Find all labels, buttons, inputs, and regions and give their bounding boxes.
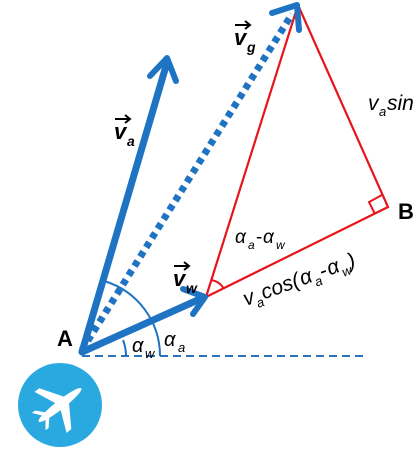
svg-text:a: a <box>254 294 266 311</box>
svg-text:w: w <box>186 280 198 296</box>
air-angle-label: α a <box>164 329 185 355</box>
airplane-icon <box>18 363 102 447</box>
svg-text:α: α <box>132 335 144 357</box>
svg-text:sin: sin <box>387 92 414 115</box>
wind-velocity-arrowhead <box>180 286 208 317</box>
velocity-triangle <box>204 1 390 298</box>
svg-text:v: v <box>368 92 380 115</box>
point-b-label: B <box>398 199 414 224</box>
air-velocity-arrowhead <box>147 55 179 84</box>
svg-text:α: α <box>164 329 176 351</box>
cosine-side-label: v a cos( α a - α w ) <box>240 249 359 311</box>
air-velocity-label: v a <box>114 114 135 149</box>
ground-velocity-vector <box>79 12 295 352</box>
svg-text:a: a <box>248 238 255 252</box>
svg-text:α: α <box>263 227 275 248</box>
wind-angle-label: α w <box>132 335 156 361</box>
svg-text:w: w <box>145 346 156 361</box>
svg-text:w: w <box>276 238 286 252</box>
wind-velocity-vector <box>78 295 204 356</box>
point-a-label: A <box>57 326 73 351</box>
air-angle-arc <box>103 280 162 357</box>
right-angle-marker <box>367 194 383 215</box>
svg-text:a: a <box>379 104 386 119</box>
svg-text:-: - <box>256 227 262 248</box>
wind-velocity-label: v w <box>173 261 198 296</box>
svg-text:a: a <box>178 340 185 355</box>
ground-velocity-arrowhead <box>269 2 302 33</box>
svg-text:g: g <box>246 39 256 55</box>
svg-text:v: v <box>234 25 248 50</box>
ground-velocity-label: v g <box>234 20 256 55</box>
air-velocity-vector <box>78 62 170 356</box>
sine-side-label: v a sin <box>368 92 414 119</box>
svg-text:a: a <box>313 273 325 290</box>
svg-text:v: v <box>114 119 128 144</box>
wind-angle-arc <box>122 339 128 357</box>
svg-text:a: a <box>127 133 135 149</box>
difference-angle-arc <box>210 279 225 290</box>
difference-angle-label: α a - α w <box>235 227 286 252</box>
svg-text:α: α <box>235 227 247 248</box>
svg-text:v: v <box>173 266 187 291</box>
